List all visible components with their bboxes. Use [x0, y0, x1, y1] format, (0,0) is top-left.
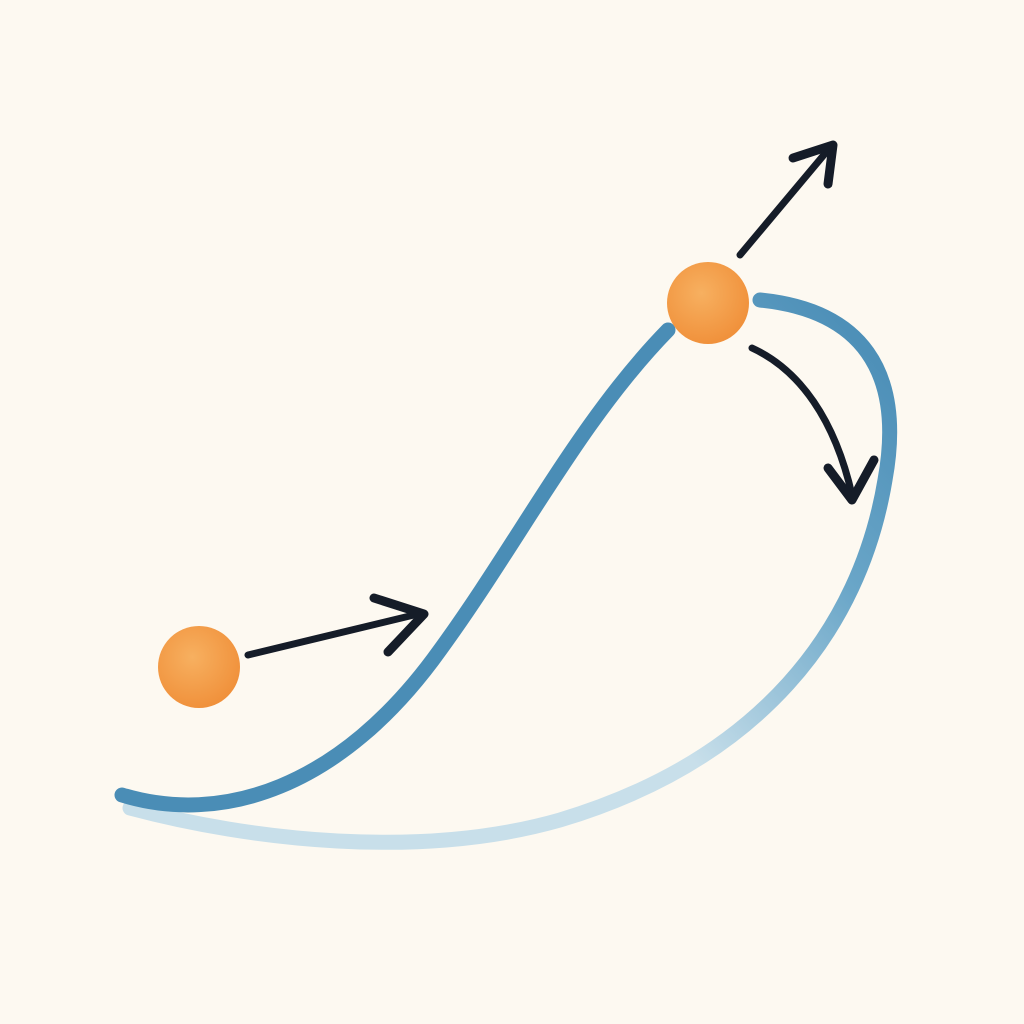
arrow-peak-up-right [736, 140, 838, 259]
curve-return-track [122, 292, 898, 850]
ball-peak [667, 262, 749, 344]
ball-start [158, 626, 240, 708]
arrow-right-icon [244, 610, 422, 659]
curve-ascending-track [114, 322, 676, 813]
arrow-peak-curving-down [748, 344, 879, 505]
arrow-up-right-icon [736, 146, 832, 259]
arrow-start-rightward [244, 593, 429, 659]
curved-arrow-down-icon [748, 344, 856, 499]
